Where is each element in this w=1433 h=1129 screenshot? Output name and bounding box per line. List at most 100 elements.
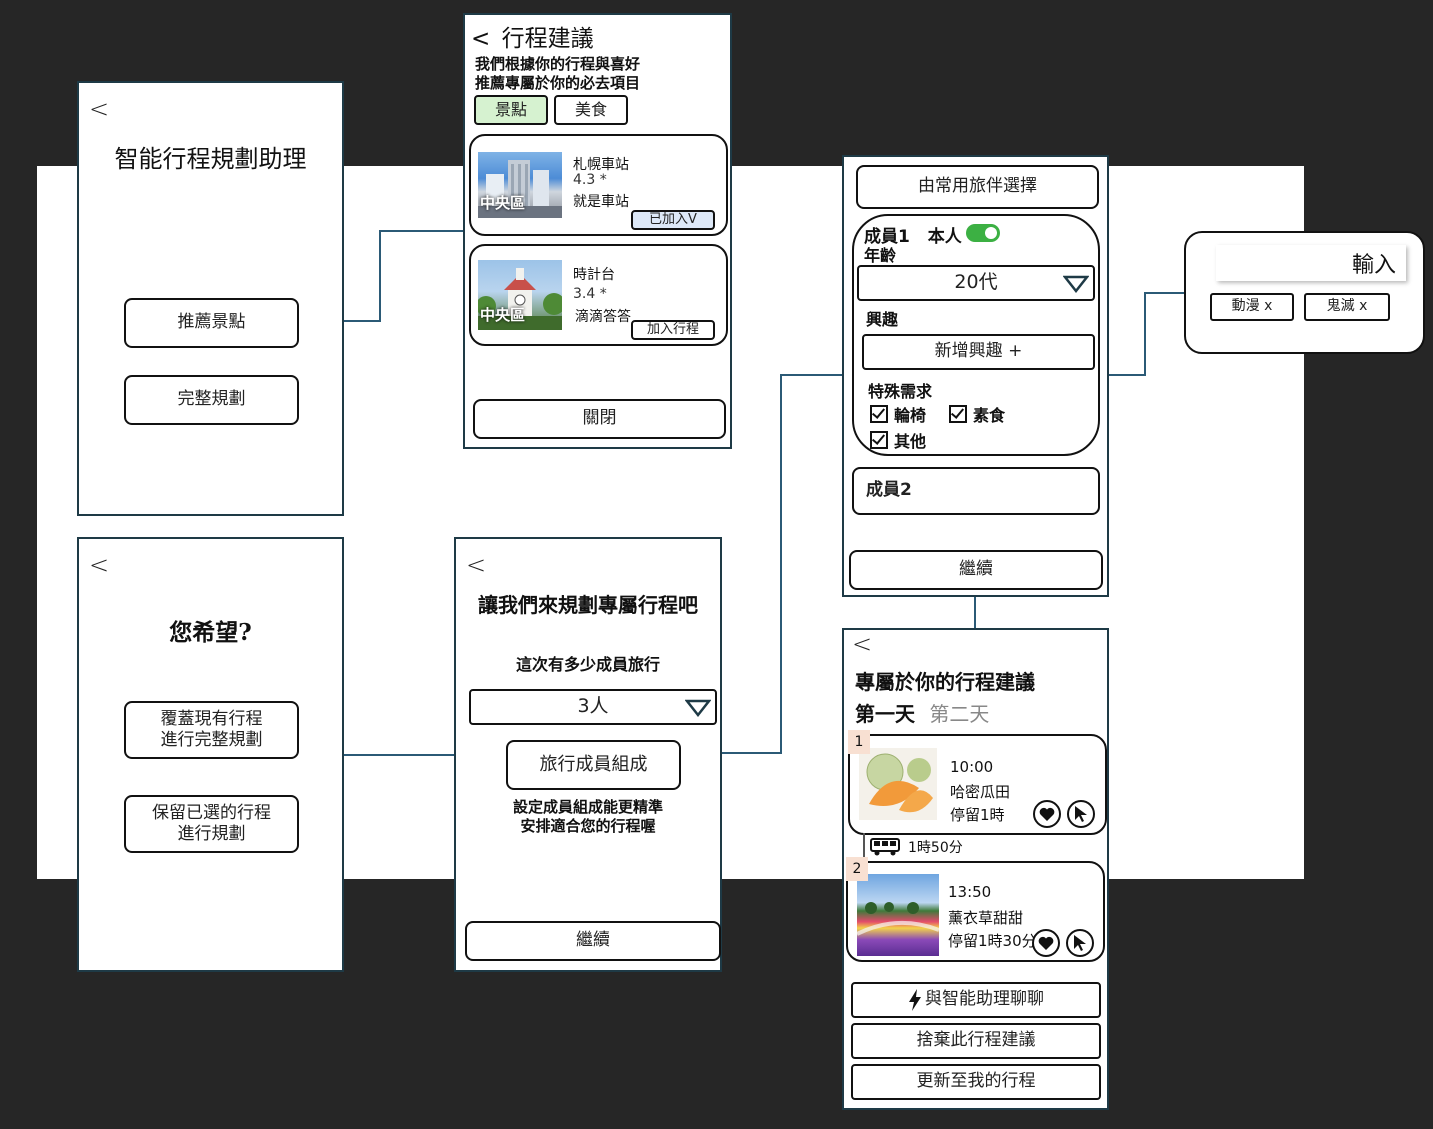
interest-input-popup: 輸入 動漫 x 鬼滅 x bbox=[1184, 231, 1425, 354]
member2-card[interactable]: 成員2 bbox=[852, 467, 1100, 515]
frequent-companions-button[interactable]: 由常用旅伴選擇 bbox=[856, 165, 1099, 209]
self-label: 本人 bbox=[927, 227, 962, 247]
button-label: 保留已選的行程 bbox=[152, 802, 271, 823]
page-title: 行程建議 bbox=[501, 26, 594, 52]
need-label: 素食 bbox=[973, 406, 1006, 425]
dropdown-triangle-icon bbox=[685, 699, 711, 717]
interest-tag[interactable]: 鬼滅 x bbox=[1304, 293, 1390, 321]
connector-line bbox=[780, 374, 843, 376]
tab-food[interactable]: 美食 bbox=[554, 95, 628, 125]
member2-label: 成員2 bbox=[866, 480, 912, 501]
button-label: 覆蓋現有行程 bbox=[160, 708, 263, 729]
stop-time: 13:50 bbox=[948, 883, 992, 901]
screen-plan-members: < 讓我們來規劃專屬行程吧 這次有多少成員旅行 3人 旅行成員組成 設定成員組成… bbox=[454, 537, 722, 972]
day-tabs: 第一天 第二天 bbox=[855, 698, 989, 727]
page-title: 讓我們來規劃專屬行程吧 bbox=[478, 593, 698, 617]
recommend-attractions-button[interactable]: 推薦景點 bbox=[124, 298, 299, 348]
attraction-name: 時計台 bbox=[573, 267, 615, 283]
chat-with-assistant-button[interactable]: 與智能助理聊聊 bbox=[851, 982, 1101, 1018]
dropdown-triangle-icon bbox=[1063, 275, 1089, 293]
update-itinerary-button[interactable]: 更新至我的行程 bbox=[851, 1064, 1101, 1100]
connector-line bbox=[974, 596, 976, 630]
transit-line bbox=[863, 833, 865, 861]
continue-button[interactable]: 繼續 bbox=[849, 550, 1103, 590]
need-checkbox[interactable]: 其他 bbox=[870, 428, 926, 452]
discard-suggestion-button[interactable]: 捨棄此行程建議 bbox=[851, 1023, 1101, 1059]
back-icon[interactable]: < bbox=[89, 551, 110, 579]
screen-itinerary-suggestions: < 行程建議 我們根據你的行程與喜好 推薦專屬於你的必去項目 景點 美食 中央區… bbox=[463, 13, 732, 449]
need-label: 輪椅 bbox=[894, 406, 927, 425]
interest-label: 興趣 bbox=[866, 310, 899, 329]
checkbox-icon bbox=[870, 405, 888, 423]
lightning-icon bbox=[909, 989, 921, 1011]
age-value: 20代 bbox=[954, 271, 998, 294]
subtitle: 我們根據你的行程與喜好 bbox=[475, 55, 641, 73]
melon-photo bbox=[859, 748, 937, 820]
bus-icon bbox=[870, 838, 900, 856]
button-label: 進行完整規劃 bbox=[160, 730, 263, 750]
add-to-itinerary-button[interactable]: 加入行程 bbox=[631, 320, 715, 340]
interest-tag[interactable]: 動漫 x bbox=[1210, 293, 1294, 321]
cursor-icon[interactable] bbox=[1066, 929, 1094, 957]
back-icon[interactable]: < bbox=[89, 95, 110, 123]
station-photo: 中央區 bbox=[478, 152, 562, 218]
self-toggle[interactable] bbox=[966, 224, 1000, 242]
screen-smart-planner: < 智能行程規劃助理 推薦景點 完整規劃 bbox=[77, 81, 344, 516]
area-label: 中央區 bbox=[480, 194, 526, 212]
added-badge-button[interactable]: 已加入V bbox=[631, 210, 715, 230]
need-checkbox[interactable]: 素食 bbox=[949, 402, 1005, 426]
stop-number: 2 bbox=[846, 857, 868, 881]
member1-header: 成員1 本人 bbox=[864, 222, 962, 247]
tab-day2[interactable]: 第二天 bbox=[929, 702, 990, 726]
screen-your-preference: < 您希望? 覆蓋現有行程 進行完整規劃 保留已選的行程 進行規劃 bbox=[77, 537, 344, 972]
attraction-desc: 就是車站 bbox=[573, 194, 629, 210]
back-icon[interactable]: < bbox=[471, 26, 491, 52]
list-item[interactable]: 中央區 時計台 3.4 * 滴滴答答 加入行程 bbox=[469, 244, 728, 346]
full-plan-button[interactable]: 完整規劃 bbox=[124, 375, 299, 425]
attraction-name: 札幌車站 bbox=[573, 157, 629, 173]
screen-personal-itinerary: < 專屬於你的行程建議 第一天 第二天 10:00 哈密瓜田 停留1時 1 bbox=[842, 628, 1109, 1110]
connector-line bbox=[379, 230, 381, 322]
page-title: 智能行程規劃助理 bbox=[114, 145, 307, 173]
clock-tower-photo: 中央區 bbox=[478, 260, 562, 330]
attraction-rating: 4.3 * bbox=[573, 172, 607, 188]
need-checkbox[interactable]: 輪椅 bbox=[870, 402, 926, 426]
connector-line bbox=[1107, 374, 1146, 376]
heart-icon[interactable] bbox=[1033, 800, 1061, 828]
attraction-rating: 3.4 * bbox=[573, 286, 607, 302]
back-icon[interactable]: < bbox=[852, 630, 873, 658]
add-interest-button[interactable]: 新增興趣 + bbox=[862, 334, 1095, 370]
age-select[interactable]: 20代 bbox=[857, 265, 1095, 301]
transit-info: 1時50分 bbox=[870, 837, 963, 857]
itinerary-stop[interactable]: 10:00 哈密瓜田 停留1時 bbox=[848, 734, 1107, 835]
heart-icon[interactable] bbox=[1032, 929, 1060, 957]
input-label: 輸入 bbox=[1351, 253, 1396, 278]
flower-field-illustration bbox=[857, 902, 939, 936]
interest-input[interactable]: 輸入 bbox=[1216, 245, 1406, 281]
clock-tower-illustration bbox=[478, 268, 562, 330]
close-button[interactable]: 關閉 bbox=[473, 399, 726, 439]
page-title: 您希望? bbox=[169, 619, 252, 646]
checkbox-icon bbox=[870, 431, 888, 449]
member-count-value: 3人 bbox=[577, 695, 609, 718]
itinerary-stop[interactable]: 13:50 薰衣草甜甜 停留1時30分 bbox=[846, 861, 1105, 962]
checkbox-icon bbox=[949, 405, 967, 423]
list-item[interactable]: 中央區 札幌車站 4.3 * 就是車站 已加入V bbox=[469, 134, 728, 236]
stop-number: 1 bbox=[848, 730, 870, 754]
keep-selected-button[interactable]: 保留已選的行程 進行規劃 bbox=[124, 795, 299, 853]
member-composition-button[interactable]: 旅行成員組成 bbox=[506, 740, 681, 790]
member-count-select[interactable]: 3人 bbox=[469, 689, 717, 725]
stop-stay: 停留1時 bbox=[950, 806, 1005, 824]
overwrite-itinerary-button[interactable]: 覆蓋現有行程 進行完整規劃 bbox=[124, 701, 299, 759]
back-icon[interactable]: < bbox=[466, 551, 487, 579]
connector-line bbox=[1144, 292, 1146, 376]
header: < 行程建議 bbox=[471, 19, 594, 53]
member1-label: 成員1 bbox=[864, 227, 910, 247]
need-label: 其他 bbox=[894, 432, 927, 451]
tab-day1[interactable]: 第一天 bbox=[855, 702, 915, 726]
toggle-knob bbox=[985, 227, 997, 239]
screen-member-details: 由常用旅伴選擇 成員1 本人 年齡 20代 興趣 新增興趣 + 特殊需求 輪椅 … bbox=[842, 155, 1109, 597]
cursor-icon[interactable] bbox=[1067, 800, 1095, 828]
continue-button[interactable]: 繼續 bbox=[465, 921, 721, 961]
tab-attractions[interactable]: 景點 bbox=[474, 95, 548, 125]
